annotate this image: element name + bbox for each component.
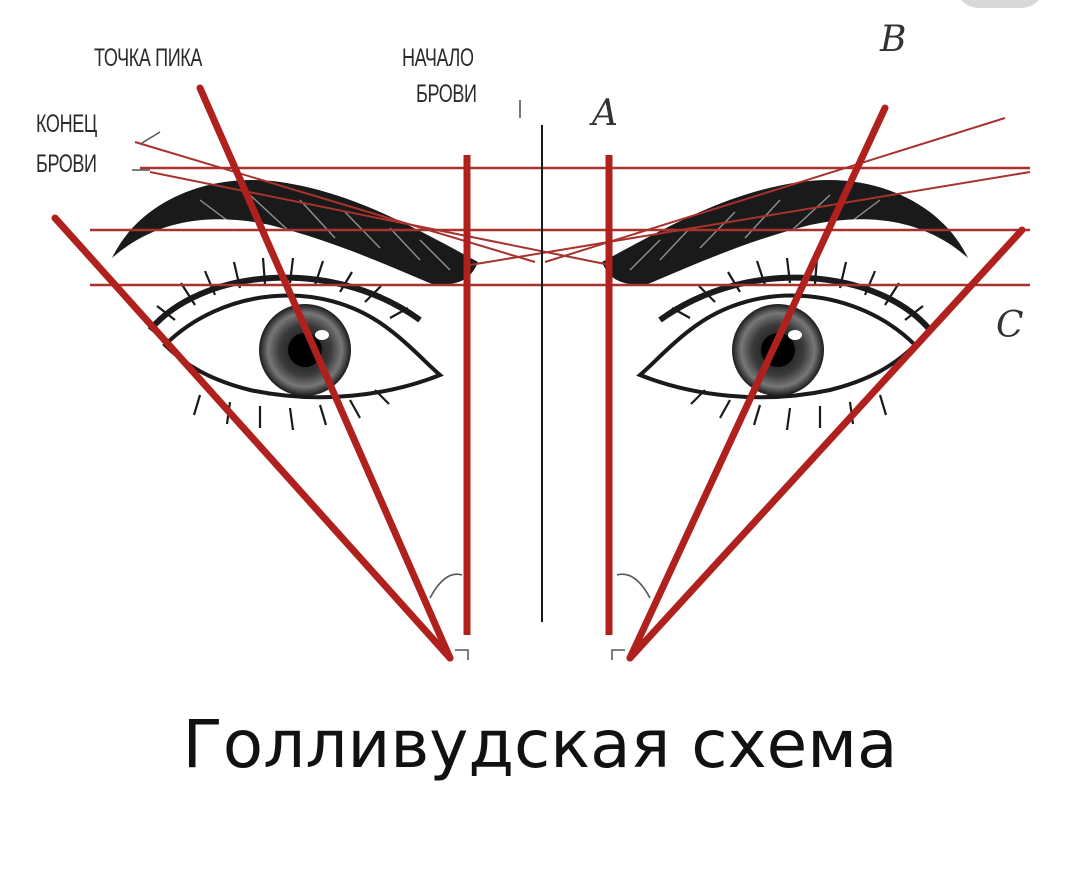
angle-arc-left: [429, 573, 463, 599]
angle-arc-right: [616, 573, 651, 599]
label-brow-start-line1: НАЧАЛО: [402, 44, 474, 72]
label-brow-end-line1: КОНЕЦ: [36, 110, 97, 138]
label-brow-end-line2: БРОВИ: [36, 150, 97, 178]
label-pointers: [132, 100, 521, 171]
horizontal-guides: [90, 166, 1030, 287]
corner-button[interactable]: [955, 0, 1045, 8]
eyebrow-diagram: [51, 84, 1031, 662]
right-eyebrow: [602, 180, 968, 285]
label-point-b: B: [880, 19, 907, 60]
label-brow-start-line2: БРОВИ: [416, 80, 477, 108]
right-eye: [636, 257, 933, 431]
caption-title: Голливудская схема: [182, 706, 898, 783]
label-point-c: C: [996, 305, 1024, 346]
label-point-a: A: [592, 93, 618, 134]
right-angle-left: [455, 649, 469, 660]
thin-diagonals: [134, 117, 1031, 266]
left-eyebrow: [112, 180, 478, 285]
thick-diagonals: [51, 84, 1026, 662]
right-angle-right: [611, 649, 625, 660]
label-peak-point: ТОЧКА ПИКА: [94, 44, 203, 72]
